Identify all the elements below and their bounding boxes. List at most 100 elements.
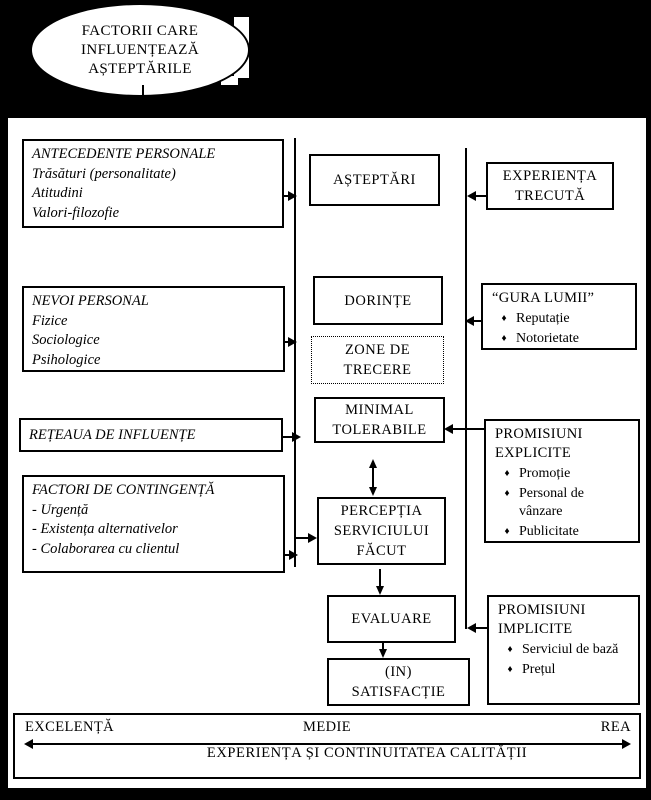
quality-scale-box: EXCELENȚĂ MEDIE REA EXPERIENȚA ȘI CONTIN… [13, 713, 641, 779]
bullet-item: ♦ Serviciul de bază [498, 641, 630, 659]
box-label: SATISFACȚIE [351, 684, 446, 700]
title-line: AȘTEPTĂRILE [88, 60, 192, 77]
box-item: Trăsături (personalitate) [32, 165, 176, 182]
box-title: IMPLICITE [498, 621, 573, 637]
box-factori-de-contingenta: FACTORI DE CONTINGENȚĂ - Urgență - Exist… [22, 475, 285, 573]
arrow-to-perceptia-head-icon [308, 533, 317, 543]
arrow-experienta-head-icon [467, 191, 476, 201]
diamond-bullet-icon: ♦ [504, 526, 510, 537]
arrow-implicite-line [474, 627, 487, 629]
bullet-item: ♦ Publicitate [495, 523, 630, 541]
box-label: AȘTEPTĂRI [333, 172, 416, 188]
arrow-experienta-line [474, 195, 486, 197]
arrow-reteaua-head-icon [292, 432, 301, 442]
box-title: PROMISIUNI [495, 426, 583, 442]
box-label: MINIMAL [345, 402, 414, 418]
box-item: Fizice [32, 312, 68, 329]
box-title: REȚEAUA DE INFLUENȚE [29, 427, 196, 443]
box-perceptia-serviciului-facut: PERCEPȚIA SERVICIULUI FĂCUT [317, 497, 446, 565]
box-label: PERCEPȚIA [340, 503, 423, 519]
scale-caption: EXPERIENȚA ȘI CONTINUITATEA CALITĂȚII [206, 745, 528, 761]
arrow-nevoi-line [283, 341, 290, 343]
box-in-satisfactie: (IN) SATISFACȚIE [327, 658, 470, 706]
box-promisiuni-implicite: PROMISIUNI IMPLICITE ♦ Serviciul de bază… [487, 595, 640, 705]
bullet-label: Reputație [516, 311, 570, 326]
box-title: “GURA LUMII” [492, 290, 595, 306]
box-label: EXPERIENȚA [502, 168, 598, 184]
right-bus-line [465, 148, 467, 629]
box-nevoi-personal: NEVOI PERSONAL Fizice Sociologice Psihol… [22, 286, 285, 372]
arrow-evaluare-satisfactie-head-icon [379, 649, 387, 658]
box-label: TRECERE [343, 362, 412, 378]
diamond-bullet-icon: ♦ [501, 313, 507, 324]
box-label: ZONE DE [344, 342, 411, 358]
box-dorinte: DORINȚE [313, 276, 443, 325]
box-title: FACTORI DE CONTINGENȚĂ [32, 482, 215, 498]
box-item: - Existența alternativelor [32, 521, 178, 537]
ellipse-edge-patch [221, 76, 238, 85]
box-item: Atitudini [32, 185, 83, 201]
arrow-perceptia-evaluare-head-icon [376, 586, 384, 595]
box-antecedente-personale: ANTECEDENTE PERSONALE Trăsături (persona… [22, 139, 284, 228]
scale-label-excelenta: EXCELENȚĂ [25, 719, 114, 735]
ellipse-connector-line [142, 85, 144, 102]
bullet-label: Promoție [519, 466, 571, 481]
box-title: EXPLICITE [495, 445, 571, 461]
box-label: (IN) [385, 664, 412, 680]
double-arrow-up-head-icon [369, 459, 377, 468]
box-title: NEVOI PERSONAL [32, 293, 149, 309]
box-title: ANTECEDENTE PERSONALE [32, 146, 216, 162]
bullet-item: ♦ Promoție [495, 465, 630, 483]
box-gura-lumii: “GURA LUMII” ♦ Reputație ♦ Notorietate [481, 283, 637, 350]
arrow-to-perceptia-line [294, 537, 310, 539]
double-arrow-line [372, 467, 374, 488]
box-reteaua-de-influente: REȚEAUA DE INFLUENȚE [19, 418, 283, 452]
box-item: Sociologice [32, 332, 100, 348]
title-line: FACTORII CARE [81, 22, 199, 39]
arrow-evaluare-satisfactie-line [382, 643, 384, 651]
box-minimal-tolerabile: MINIMAL TOLERABILE [314, 397, 445, 443]
bullet-label: Serviciul de bază [522, 642, 619, 657]
box-promisiuni-explicite: PROMISIUNI EXPLICITE ♦ Promoție ♦ Person… [484, 419, 640, 543]
diamond-bullet-icon: ♦ [501, 333, 507, 344]
box-evaluare: EVALUARE [327, 595, 456, 643]
diamond-bullet-icon: ♦ [507, 664, 513, 675]
diamond-bullet-icon: ♦ [504, 468, 510, 479]
bullet-item: ♦ Prețul [498, 661, 630, 679]
title-ellipse: FACTORII CARE INFLUENȚEAZĂ AȘTEPTĂRILE [30, 3, 250, 97]
bullet-label: Notorietate [516, 331, 579, 346]
box-item: - Colaborarea cu clientul [32, 540, 180, 557]
left-bus-line [294, 138, 296, 567]
arrow-gura-lumii-line [472, 320, 481, 322]
box-label: SERVICIULUI [333, 523, 430, 539]
bullet-item: ♦ Personal de vânzare [495, 485, 630, 521]
box-item: - Urgență [32, 501, 89, 518]
arrow-perceptia-evaluare-line [379, 569, 381, 588]
box-label: TOLERABILE [332, 422, 427, 438]
title-line: INFLUENȚEAZĂ [80, 41, 200, 58]
arrow-explicite-to-minimal-head-icon [444, 424, 453, 434]
box-asteptari: AȘTEPTĂRI [309, 154, 440, 206]
scale-arrow-line [32, 743, 624, 745]
bullet-label: Prețul [522, 662, 556, 677]
double-arrow-down-head-icon [369, 487, 377, 496]
box-zone-de-trecere: ZONE DE TRECERE [311, 336, 444, 384]
arrow-explicite-to-minimal-line [453, 428, 484, 430]
box-item: Psihologice [32, 351, 101, 368]
box-experienta-trecuta: EXPERIENȚA TRECUTĂ [486, 162, 614, 210]
diamond-bullet-icon: ♦ [504, 488, 510, 499]
arrow-antecedente-line [283, 195, 290, 197]
scale-label-rea: REA [600, 719, 631, 735]
scale-arrow-right-head-icon [622, 739, 631, 749]
arrow-gura-lumii-head-icon [465, 316, 474, 326]
diamond-bullet-icon: ♦ [507, 644, 513, 655]
arrow-reteaua-line [282, 436, 294, 438]
scale-arrow-left-head-icon [24, 739, 33, 749]
arrow-antecedente-head-icon [288, 191, 297, 201]
bullet-label: Personal de vânzare [519, 486, 584, 519]
box-label: FĂCUT [356, 543, 407, 559]
arrow-implicite-head-icon [467, 623, 476, 633]
box-label: EVALUARE [351, 611, 432, 627]
bullet-item: ♦ Notorietate [492, 330, 627, 348]
